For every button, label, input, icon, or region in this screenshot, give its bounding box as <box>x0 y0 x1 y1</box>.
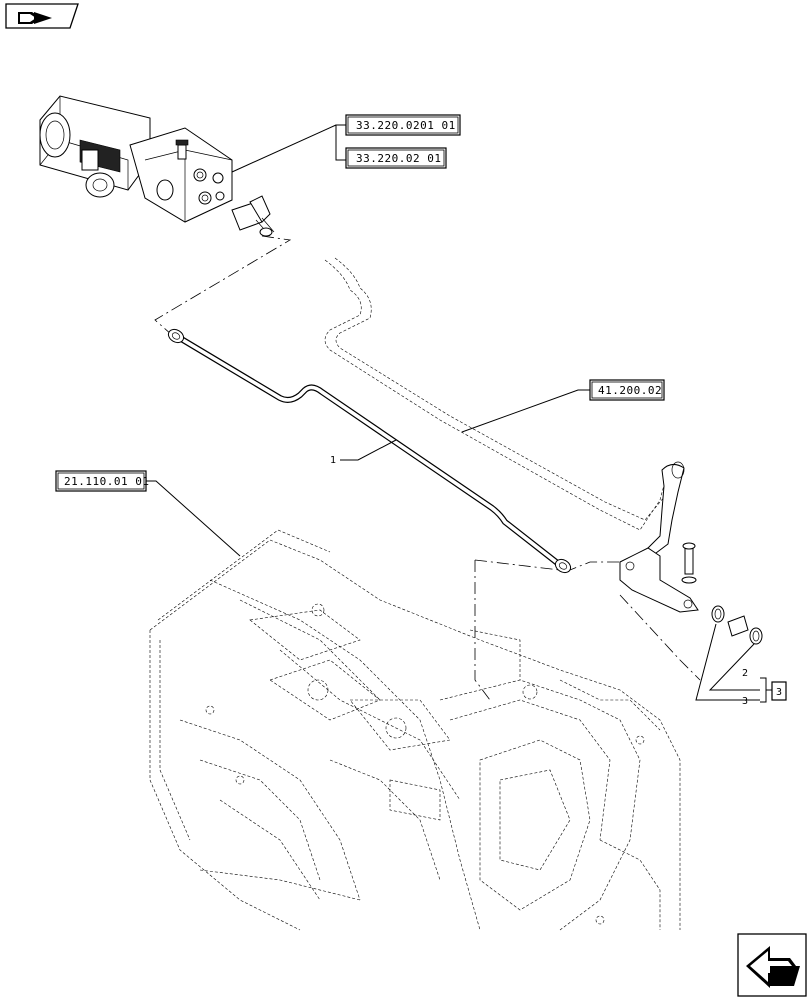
reference-label: 33.220.0201 01 <box>356 119 456 132</box>
callout-item-2[interactable]: 2 <box>742 668 748 679</box>
reference-label: 33.220.02 01 <box>356 152 441 165</box>
callout-item-1[interactable]: 1 <box>330 455 336 466</box>
callout-box-3[interactable]: 3 <box>771 681 787 701</box>
pipe-item-1[interactable] <box>166 327 573 575</box>
next-page-arrow-icon[interactable] <box>737 933 807 997</box>
reference-label: 41.200.02 <box>598 384 662 397</box>
reference-box-pipe[interactable]: 41.200.02 <box>589 379 665 401</box>
svg-text:3: 3 <box>776 687 782 698</box>
reference-box-valve-2[interactable]: 33.220.02 01 <box>345 147 447 169</box>
callout-item-3[interactable]: 3 <box>742 696 748 707</box>
book-arrow-icon[interactable] <box>5 3 79 29</box>
bracket-assembly <box>619 461 763 645</box>
reference-box-housing[interactable]: 21.110.01 01 <box>55 470 149 492</box>
valve-assembly-illustration <box>39 95 275 237</box>
reference-box-valve-1[interactable]: 33.220.0201 01 <box>345 114 461 136</box>
ghost-pipe-outline <box>324 257 676 531</box>
reference-label: 21.110.01 01 <box>64 475 149 488</box>
transmission-housing-illustration <box>149 529 681 931</box>
